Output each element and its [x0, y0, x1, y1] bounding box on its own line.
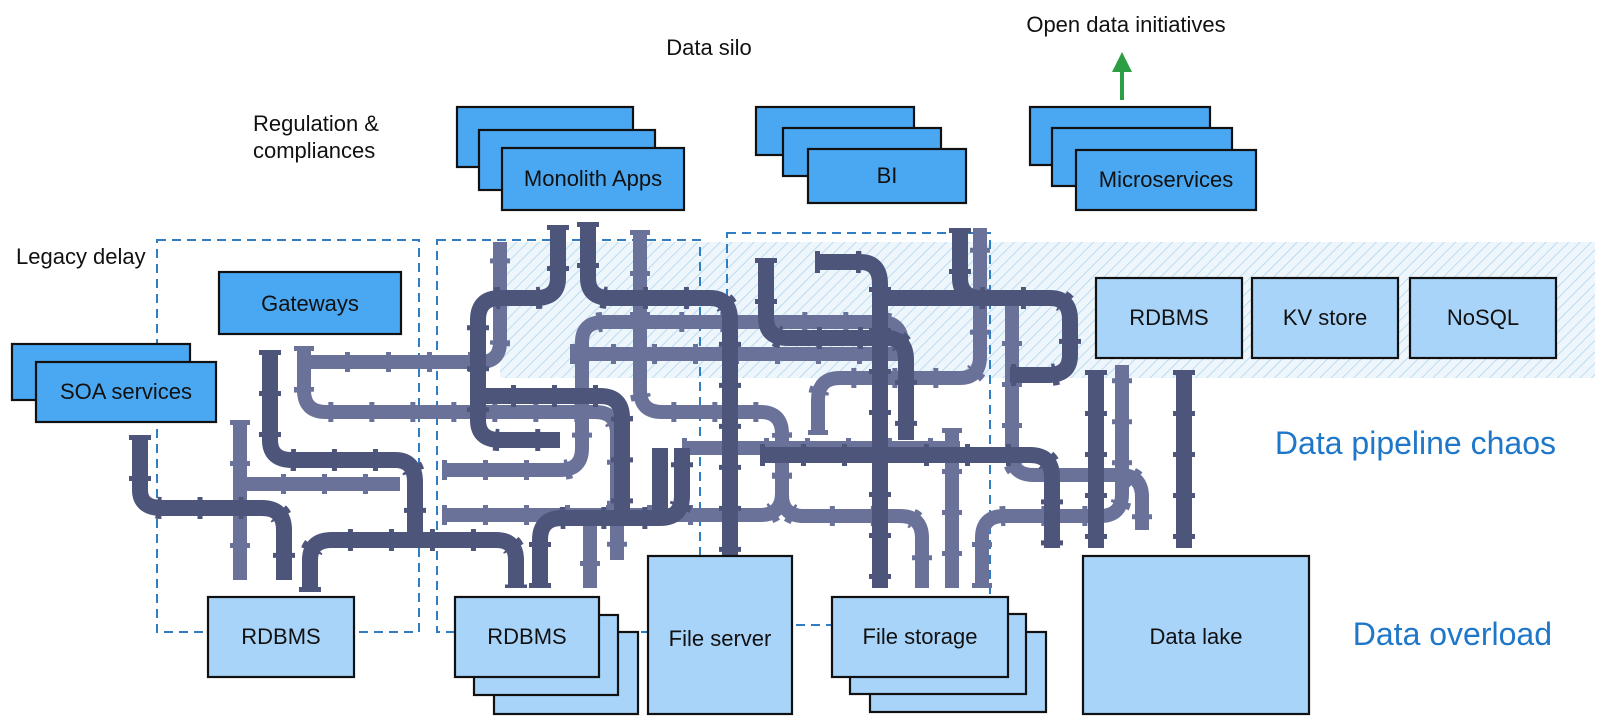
pipe-joints: [949, 228, 1081, 386]
data-lake-label: Data lake: [1150, 624, 1243, 649]
gateways-label: Gateways: [261, 291, 359, 316]
file-storage-stack: File storage: [830, 595, 1048, 714]
pipeline-chaos-label: Data pipeline chaos: [1275, 425, 1556, 461]
rdbms-stack: RDBMS: [453, 595, 640, 716]
pipe: [442, 315, 909, 477]
soa-services-stack: SOA services: [10, 342, 218, 424]
pipe: [302, 532, 524, 592]
kv-store-label: KV store: [1283, 305, 1367, 330]
pipe: [1005, 300, 1149, 530]
monolith-apps-stack: Monolith Apps: [455, 105, 686, 212]
data-silo-label: Data silo: [666, 35, 752, 60]
bi-stack: BI: [754, 105, 968, 205]
gateways-box: Gateways: [217, 270, 403, 336]
legacy-delay-label: Legacy delay: [16, 244, 146, 269]
nosql-label: NoSQL: [1447, 305, 1519, 330]
pipe: [758, 258, 914, 440]
pipe-joints: [259, 350, 426, 535]
regulation-label-line1: Regulation &: [253, 111, 379, 136]
pipe-joints: [304, 242, 510, 372]
rdbms-stack-label: RDBMS: [487, 624, 566, 649]
pipe: [262, 350, 423, 535]
pipes: [129, 222, 1195, 592]
open-data-label: Open data initiatives: [1026, 12, 1225, 37]
open-data-arrow: [1112, 52, 1132, 100]
pipe-joints: [972, 365, 1132, 588]
regulation-label-line2: compliances: [253, 138, 375, 163]
pipe: [580, 222, 738, 555]
pipe-joints: [470, 385, 633, 512]
right-rdbms-label: RDBMS: [1129, 305, 1208, 330]
pipe-joints: [808, 228, 990, 435]
rdbms-single-box: RDBMS: [206, 595, 356, 679]
pipe-joints: [529, 448, 693, 588]
file-storage-label: File storage: [863, 624, 978, 649]
file-server-box: File server: [646, 554, 794, 716]
right-rdbms-box: RDBMS: [1094, 276, 1244, 360]
microservices-stack: Microservices: [1028, 105, 1258, 212]
monolith-apps-label: Monolith Apps: [524, 166, 662, 191]
pipe: [442, 460, 789, 522]
data-lake-box: Data lake: [1081, 554, 1311, 716]
pipe: [132, 435, 292, 580]
pipe-joints: [815, 251, 891, 588]
nosql-box: NoSQL: [1408, 276, 1558, 360]
data-overload-label: Data overload: [1353, 616, 1552, 652]
pipe-joints: [760, 444, 1063, 548]
pipe: [470, 225, 566, 448]
soa-services-label: SOA services: [60, 379, 192, 404]
rdbms-single-label: RDBMS: [241, 624, 320, 649]
bi-label: BI: [877, 163, 898, 188]
microservices-label: Microservices: [1099, 167, 1233, 192]
file-server-label: File server: [669, 626, 772, 651]
kv-store-box: KV store: [1250, 276, 1400, 360]
